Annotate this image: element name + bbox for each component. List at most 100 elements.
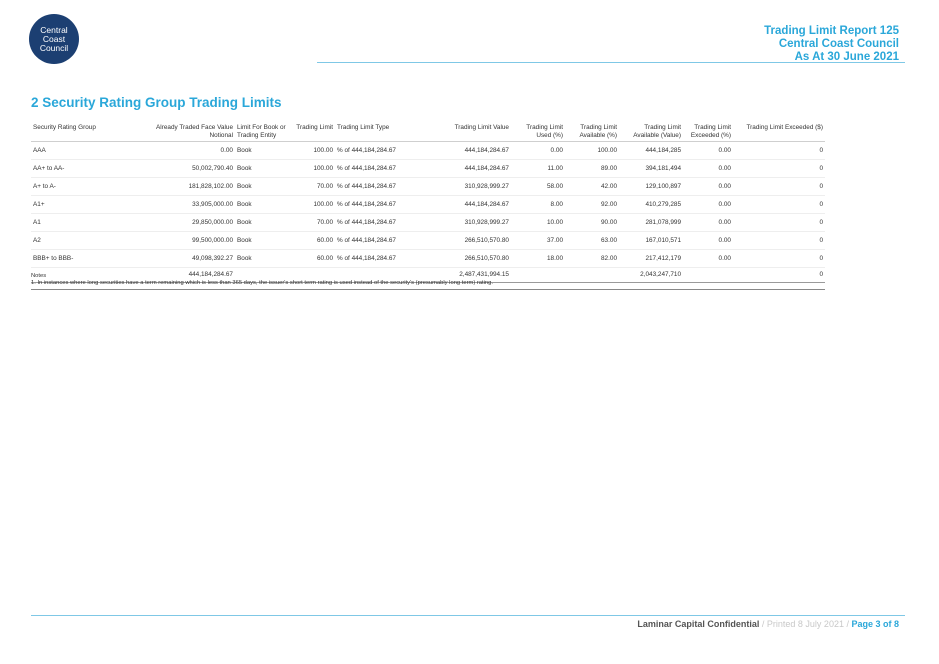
cell-exceeded-value: 0 <box>819 182 823 190</box>
cell-exceeded-pct: 0.00 <box>718 200 731 208</box>
cell-exceeded-pct: 0.00 <box>718 164 731 172</box>
cell-rating-group: AA+ to AA- <box>33 164 65 172</box>
total-exceeded-value: 0 <box>819 271 823 279</box>
cell-exceeded-value: 0 <box>819 218 823 226</box>
cell-limit-value: 444,184,284.67 <box>464 200 509 208</box>
cell-already-traded: 0.00 <box>220 146 233 154</box>
cell-available-pct: 90.00 <box>601 218 617 226</box>
cell-rating-group: BBB+ to BBB- <box>33 254 74 262</box>
cell-available-value: 444,184,285 <box>645 146 681 154</box>
cell-exceeded-value: 0 <box>819 200 823 208</box>
cell-available-pct: 100.00 <box>597 146 617 154</box>
cell-limit-type: % of 444,184,284.67 <box>337 164 396 172</box>
notes-text: 1. In instances where long securities ha… <box>31 280 493 286</box>
table-row: BBB+ to BBB- 49,098,392.27 Book 60.00 % of 4… <box>31 250 825 268</box>
table-header-row: Security Rating Group Already Traded Fac… <box>31 124 825 142</box>
cell-limit-type: % of 444,184,284.67 <box>337 182 396 190</box>
col-header: Already Traded Face Value Notional <box>156 124 233 139</box>
table-row: A+ to A- 181,828,102.00 Book 70.00 % of 444,… <box>31 178 825 196</box>
cell-limit-type: % of 444,184,284.67 <box>337 236 396 244</box>
cell-limit-type: % of 444,184,284.67 <box>337 200 396 208</box>
col-header: Trading Limit Used (%) <box>526 124 563 139</box>
cell-rating-group: A1+ <box>33 200 45 208</box>
cell-trading-limit: 100.00 <box>313 200 333 208</box>
cell-available-value: 410,279,285 <box>645 200 681 208</box>
cell-exceeded-pct: 0.00 <box>718 182 731 190</box>
cell-limit-for: Book <box>237 236 252 244</box>
cell-limit-for: Book <box>237 146 252 154</box>
cell-used-pct: 10.00 <box>547 218 563 226</box>
footer-divider <box>31 615 905 616</box>
cell-rating-group: AAA <box>33 146 46 154</box>
cell-rating-group: A+ to A- <box>33 182 56 190</box>
col-header: Limit For Book or Trading Entity <box>237 124 286 139</box>
cell-limit-value: 266,510,570.80 <box>464 236 509 244</box>
col-header: Trading Limit Available (%) <box>579 124 617 139</box>
total-available-value: 2,043,247,710 <box>640 271 681 279</box>
cell-available-pct: 63.00 <box>601 236 617 244</box>
cell-trading-limit: 70.00 <box>317 218 333 226</box>
cell-used-pct: 0.00 <box>550 146 563 154</box>
report-title: Trading Limit Report 125 <box>764 25 899 37</box>
cell-exceeded-pct: 0.00 <box>718 218 731 226</box>
col-header: Trading Limit Value <box>454 124 509 131</box>
cell-exceeded-pct: 0.00 <box>718 146 731 154</box>
cell-available-value: 167,010,571 <box>645 236 681 244</box>
notes-block: Notes 1. In instances where long securit… <box>31 273 825 290</box>
col-header: Trading Limit Type <box>337 124 390 131</box>
footer-confidential: Laminar Capital Confidential <box>637 619 760 629</box>
cell-trading-limit: 100.00 <box>313 164 333 172</box>
cell-used-pct: 8.00 <box>550 200 563 208</box>
table-row: A1 29,850,000.00 Book 70.00 % of 444,184,284… <box>31 214 825 232</box>
table-row: AA+ to AA- 50,002,790.40 Book 100.00 % of 44… <box>31 160 825 178</box>
table-row: AAA 0.00 Book 100.00 % of 444,184,284.67 444,… <box>31 142 825 160</box>
cell-limit-value: 310,928,999.27 <box>464 182 509 190</box>
col-header: Trading Limit <box>296 124 333 131</box>
section-title: 2 Security Rating Group Trading Limits <box>31 95 282 110</box>
cell-rating-group: A2 <box>33 236 41 244</box>
cell-limit-for: Book <box>237 218 252 226</box>
cell-available-pct: 89.00 <box>601 164 617 172</box>
cell-limit-for: Book <box>237 254 252 262</box>
cell-limit-for: Book <box>237 182 252 190</box>
cell-available-pct: 92.00 <box>601 200 617 208</box>
council-logo: Central Coast Council <box>29 14 79 64</box>
report-header: Trading Limit Report 125 Central Coast C… <box>764 25 899 64</box>
cell-used-pct: 18.00 <box>547 254 563 262</box>
cell-available-pct: 42.00 <box>601 182 617 190</box>
cell-already-traded: 50,002,790.40 <box>192 164 233 172</box>
cell-trading-limit: 70.00 <box>317 182 333 190</box>
report-date: As At 30 June 2021 <box>794 51 899 63</box>
cell-already-traded: 29,850,000.00 <box>192 218 233 226</box>
cell-trading-limit: 60.00 <box>317 254 333 262</box>
total-limit-value: 2,487,431,994.15 <box>459 271 509 279</box>
cell-exceeded-value: 0 <box>819 236 823 244</box>
report-organisation: Central Coast Council <box>778 38 899 50</box>
cell-limit-type: % of 444,184,284.67 <box>337 218 396 226</box>
cell-used-pct: 11.00 <box>547 164 563 172</box>
cell-already-traded: 181,828,102.00 <box>188 182 233 190</box>
page-footer: Laminar Capital Confidential / Printed 8… <box>637 619 899 629</box>
cell-used-pct: 37.00 <box>547 236 563 244</box>
cell-exceeded-value: 0 <box>819 164 823 172</box>
cell-exceeded-value: 0 <box>819 146 823 154</box>
cell-limit-value: 444,184,284.67 <box>464 146 509 154</box>
cell-limit-for: Book <box>237 200 252 208</box>
cell-used-pct: 58.00 <box>547 182 563 190</box>
logo-line-2: Coast <box>42 33 66 44</box>
trading-limits-table: Security Rating Group Already Traded Fac… <box>31 124 825 283</box>
cell-rating-group: A1 <box>33 218 41 226</box>
cell-trading-limit: 100.00 <box>313 146 333 154</box>
notes-heading: Notes <box>31 273 47 279</box>
cell-trading-limit: 60.00 <box>317 236 333 244</box>
cell-limit-value: 266,510,570.80 <box>464 254 509 262</box>
col-header: Trading Limit Exceeded (%) <box>690 124 731 139</box>
cell-limit-value: 310,928,999.27 <box>464 218 509 226</box>
cell-limit-type: % of 444,184,284.67 <box>337 254 396 262</box>
cell-limit-type: % of 444,184,284.67 <box>337 146 396 154</box>
cell-already-traded: 49,098,392.27 <box>192 254 233 262</box>
cell-limit-for: Book <box>237 164 252 172</box>
